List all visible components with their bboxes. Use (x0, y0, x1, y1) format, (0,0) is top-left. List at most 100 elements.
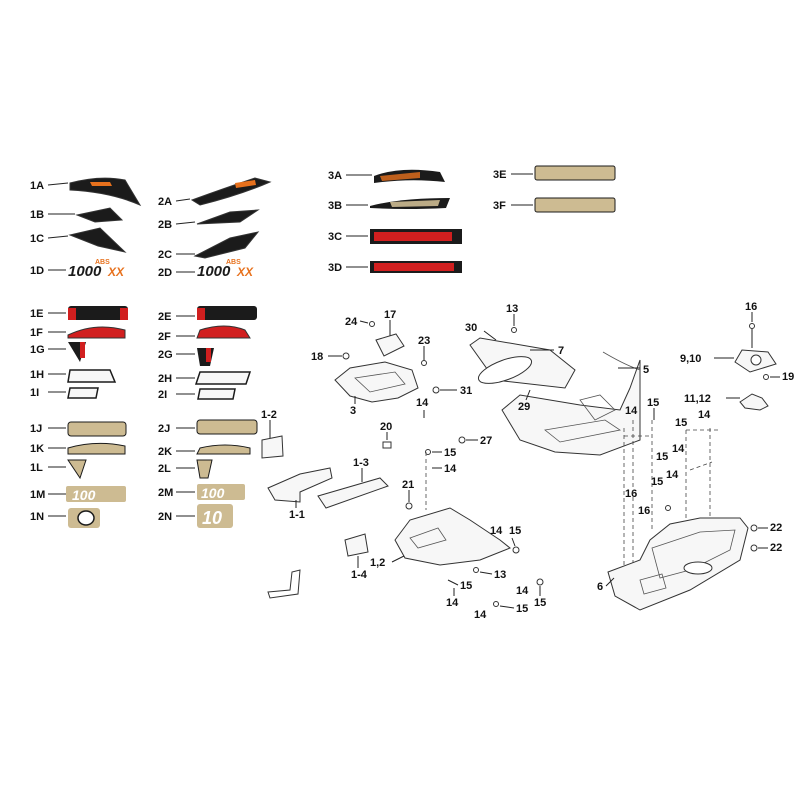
decal-1D-number: 1000 (68, 263, 102, 280)
callout-30: 30 (465, 322, 477, 334)
screw-19 (763, 374, 769, 380)
label-1J: 1J (30, 423, 42, 435)
callout-20: 20 (380, 421, 392, 433)
decal-1M-text: 100 (72, 487, 96, 503)
leader-2B (175, 221, 196, 225)
decal-1A (69, 177, 142, 207)
decal-3A-accent (380, 172, 420, 181)
decal-1E (68, 306, 128, 320)
decal-2G-accent (206, 348, 211, 362)
decal-1F (67, 326, 126, 339)
callout-14e: 14 (516, 585, 529, 597)
decal-2E-accent (197, 308, 205, 320)
screw-13b (511, 327, 517, 333)
label-2M: 2M (158, 487, 173, 499)
callout-14d: 14 (446, 597, 459, 609)
label-2I: 2I (158, 389, 167, 401)
leader-1comma2 (391, 555, 405, 563)
leader-15e (499, 605, 515, 609)
decal-2C (193, 231, 260, 259)
label-2C: 2C (158, 249, 172, 261)
label-1D: 1D (30, 265, 44, 277)
dashed-guide-r8 (689, 461, 713, 471)
callout-11-12: 11,12 (684, 393, 711, 405)
brand-logo-icon (267, 569, 301, 599)
clip-20 (382, 441, 392, 449)
part-5-side-cover (501, 359, 641, 456)
callout-1-4: 1-4 (351, 569, 368, 581)
label-3C: 3C (328, 231, 342, 243)
screw-16c (665, 505, 671, 511)
part-1-3-strip (317, 477, 389, 509)
callout-5: 5 (643, 364, 649, 376)
label-2A: 2A (158, 196, 172, 208)
leader-1A (47, 182, 69, 186)
callout-17: 17 (384, 309, 396, 321)
decal-2A-accent (235, 180, 256, 188)
screw-21 (405, 502, 413, 510)
label-2N: 2N (158, 511, 172, 523)
callout-15c: 15 (460, 580, 472, 592)
decal-2F (196, 325, 251, 339)
callout-23: 23 (418, 335, 430, 347)
decal-1E-accent (68, 308, 76, 320)
screw-22a (750, 524, 758, 532)
decal-2N-text: 10 (202, 508, 222, 528)
callout-16a: 16 (745, 301, 757, 313)
decal-1C (68, 227, 127, 253)
leader-2A (175, 198, 191, 202)
label-2B: 2B (158, 219, 172, 231)
label-3D: 3D (328, 262, 342, 274)
label-3A: 3A (328, 170, 342, 182)
screw-15d (536, 578, 544, 586)
callout-1-2: 1-2 (261, 409, 277, 421)
leader-24 (359, 320, 369, 324)
decal-2N (197, 504, 233, 528)
callout-21: 21 (402, 479, 414, 491)
part-3-recess (354, 371, 406, 393)
callout-15g: 15 (675, 417, 687, 429)
part-6-floorboard (607, 517, 749, 611)
part-5-step-edge (544, 419, 622, 443)
callout-9-10: 9,10 (680, 353, 701, 365)
callout-14b: 14 (444, 463, 457, 475)
label-1E: 1E (30, 308, 43, 320)
label-1H: 1H (30, 369, 44, 381)
decal-3F (534, 197, 616, 213)
callout-16c: 16 (638, 505, 650, 517)
callout-15h: 15 (656, 451, 668, 463)
decal-1A-accent (90, 182, 112, 186)
decal-1H (67, 369, 117, 383)
screw-16a (749, 323, 755, 329)
decal-3E (534, 165, 616, 181)
leader-15b (511, 537, 516, 547)
decal-2K (196, 444, 251, 455)
leader-15c (447, 579, 459, 586)
decal-2G (197, 348, 214, 366)
decal-2B (196, 209, 260, 225)
callout-15b: 15 (509, 525, 521, 537)
callout-14a: 14 (416, 397, 429, 409)
callout-27: 27 (480, 435, 492, 447)
screw-15b (512, 546, 520, 554)
label-2H: 2H (158, 373, 172, 385)
part-6-logo-area (639, 573, 667, 595)
label-2J: 2J (158, 423, 170, 435)
part-1-2-plate (261, 435, 284, 459)
label-1M: 1M (30, 489, 45, 501)
callout-19: 19 (782, 371, 794, 383)
callout-7: 7 (558, 345, 564, 357)
callout-14f: 14 (474, 609, 487, 621)
label-2E: 2E (158, 311, 171, 323)
label-2K: 2K (158, 446, 172, 458)
callout-3: 3 (350, 405, 356, 417)
leader-1C (47, 235, 69, 239)
callout-1-1: 1-1 (289, 509, 305, 521)
decal-2M (197, 484, 245, 500)
label-1C: 1C (30, 233, 44, 245)
label-2F: 2F (158, 331, 171, 343)
part-3-console (334, 361, 419, 403)
label-3B: 3B (328, 200, 342, 212)
callout-14i: 14 (672, 443, 685, 455)
part-5-top-edge (602, 351, 641, 371)
